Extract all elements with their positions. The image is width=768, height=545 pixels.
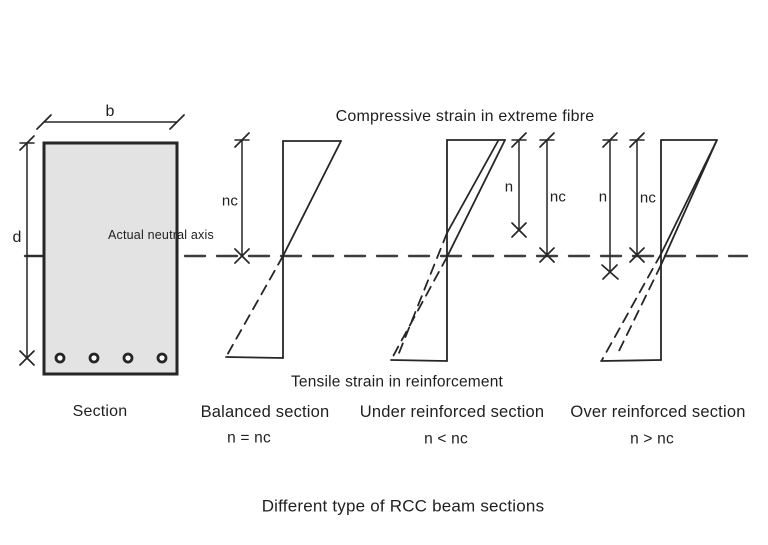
dimension-nc-balanced [234,132,250,264]
dim-label-n-over: n [598,188,608,206]
over-reinforced-formula: n > nc [630,430,674,448]
dim-label-b: b [105,103,115,120]
over-reinforced-caption: Over reinforced section [570,402,746,421]
dimension-n-under [511,132,527,238]
tensile-strain-annotation: Tensile strain in reinforcement [290,373,504,391]
dim-label-nc-under: nc [549,188,567,206]
rebar-dots [54,352,168,364]
figure-title: Different type of RCC beam sections [261,496,545,516]
compressive-strain-annotation: Compressive strain in extreme fibre [335,108,595,125]
dim-label-d: d [12,229,22,246]
dim-label-nc-over: nc [639,189,657,207]
under-reinforced-caption: Under reinforced section [359,402,545,421]
under-reinforced-strain-diagram [390,139,506,362]
dimension-d [19,135,45,366]
under-reinforced-formula: n < nc [424,430,468,448]
dimension-nc-under [539,132,555,263]
balanced-section-caption: Balanced section [200,402,330,421]
actual-neutral-axis-annotation: Actual neutral axis [108,227,214,242]
balanced-strain-diagram [225,140,342,359]
beam-section [42,141,179,376]
dim-label-n-under: n [504,178,514,196]
dim-label-nc-balanced: nc [221,192,239,210]
dimension-nc-over [629,132,645,263]
dimension-b [36,114,185,130]
over-reinforced-strain-diagram [600,139,718,362]
section-caption: Section [72,403,128,420]
dimension-n-over [601,132,619,280]
balanced-section-formula: n = nc [227,429,271,447]
